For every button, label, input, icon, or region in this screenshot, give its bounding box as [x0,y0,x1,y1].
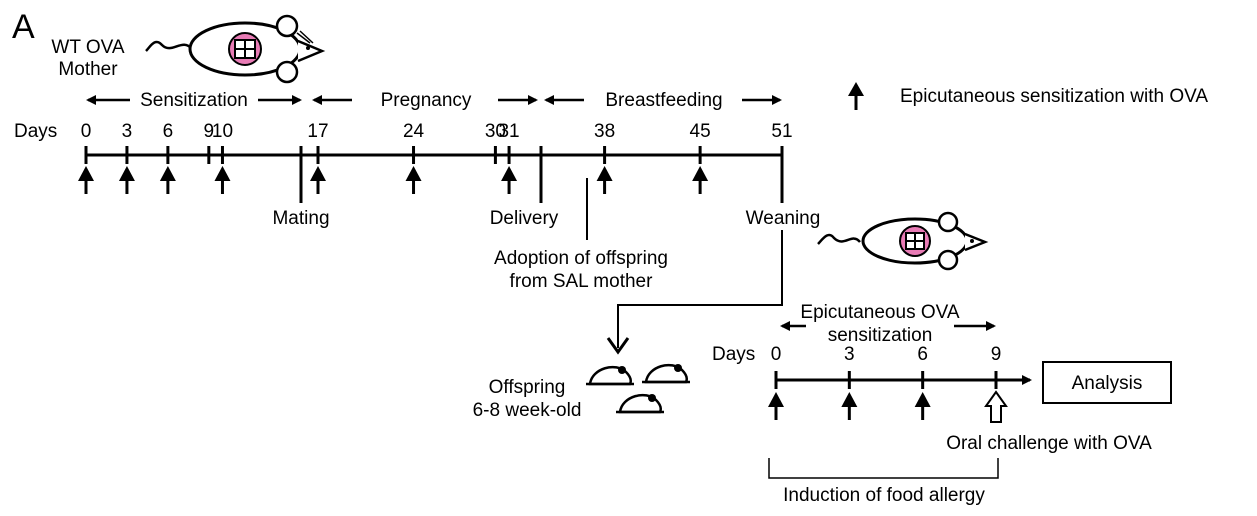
oral-challenge-label: Oral challenge with OVA [946,433,1152,454]
timeline1-day-label: 10 [212,121,233,142]
timeline1-day-label: 17 [307,121,328,142]
challenge-open-arrow-icon [984,390,1008,423]
timeline2-phase-line2: sensitization [828,325,933,346]
sensitization-arrow-icon [501,166,518,194]
timeline1-day-label: 0 [81,121,92,142]
analysis-label: Analysis [1072,373,1143,394]
timeline1-day-label: 24 [403,121,425,142]
timeline2-day-label: 3 [844,344,855,365]
chevron-down-icon [606,337,630,355]
offspring-label-line1: Offspring [489,377,566,398]
timeline1-day-label: 3 [122,121,133,142]
event-mating: Mating [272,208,329,229]
sensitization-arrow-icon [310,166,326,194]
induction-label: Induction of food allergy [783,485,985,506]
timeline1-day-label: 51 [771,121,792,142]
sensitization-arrow-icon [159,166,176,194]
phase-sensitization-label: Sensitization [140,90,248,111]
timeline1-day-label: 31 [498,121,519,142]
sensitization-arrow-icon [78,166,94,194]
induction-bracket [768,458,999,479]
sensitization-arrow-icon [596,166,613,194]
offspring-label-line2: 6-8 week-old [473,400,582,421]
sensitization-arrow-icon [405,166,422,194]
timeline2-ticks: 0 3 6 9 [768,344,1008,423]
timeline1-day-label: 38 [594,121,615,142]
timeline2-day-label: 0 [771,344,782,365]
event-weaning: Weaning [746,208,821,229]
pup-icon [642,363,690,384]
panel-label: A [12,8,35,46]
sensitization-arrow-icon [914,392,931,420]
timeline1-days-label: Days [14,121,57,142]
legend-text: Epicutaneous sensitization with OVA [900,86,1208,107]
phase-pregnancy: Pregnancy [312,90,538,111]
sensitization-arrow-icon [848,82,864,110]
timeline2-day-label: 9 [991,344,1002,365]
weaning-to-offspring-connector [617,230,783,348]
timeline1-day-label: 30 [485,121,506,142]
pup-icon [616,393,664,414]
timeline2-days-label: Days [712,344,755,365]
sensitization-arrow-icon [214,166,231,194]
mother-label-line2: Mother [58,59,118,80]
phase-breastfeeding: Breastfeeding [544,90,782,111]
sensitization-arrow-icon [118,166,135,194]
adoption-label-line1: Adoption of offspring [494,248,668,269]
timeline2-day-label: 6 [917,344,928,365]
sensitization-arrow-icon [692,166,709,194]
phase-pregnancy-label: Pregnancy [381,90,472,111]
analysis-box [1042,361,1172,404]
sensitization-arrow-icon [768,392,784,420]
mother-label-line1: WT OVA [51,37,125,58]
event-delivery: Delivery [490,208,559,229]
timeline1-day-label: 6 [163,121,174,142]
phase-sensitization: Sensitization [86,90,302,111]
pup-icon [586,365,634,386]
timeline1-day-label: 45 [690,121,711,142]
phase-breastfeeding-label: Breastfeeding [605,90,722,111]
timeline1-day-label: 9 [204,121,215,142]
timeline2-phase-line1: Epicutaneous OVA [800,302,959,323]
mother-mouse-icon [145,14,326,84]
offspring-mouse-icon [817,211,989,271]
adoption-label-line2: from SAL mother [510,271,654,292]
sensitization-arrow-icon [841,392,858,420]
